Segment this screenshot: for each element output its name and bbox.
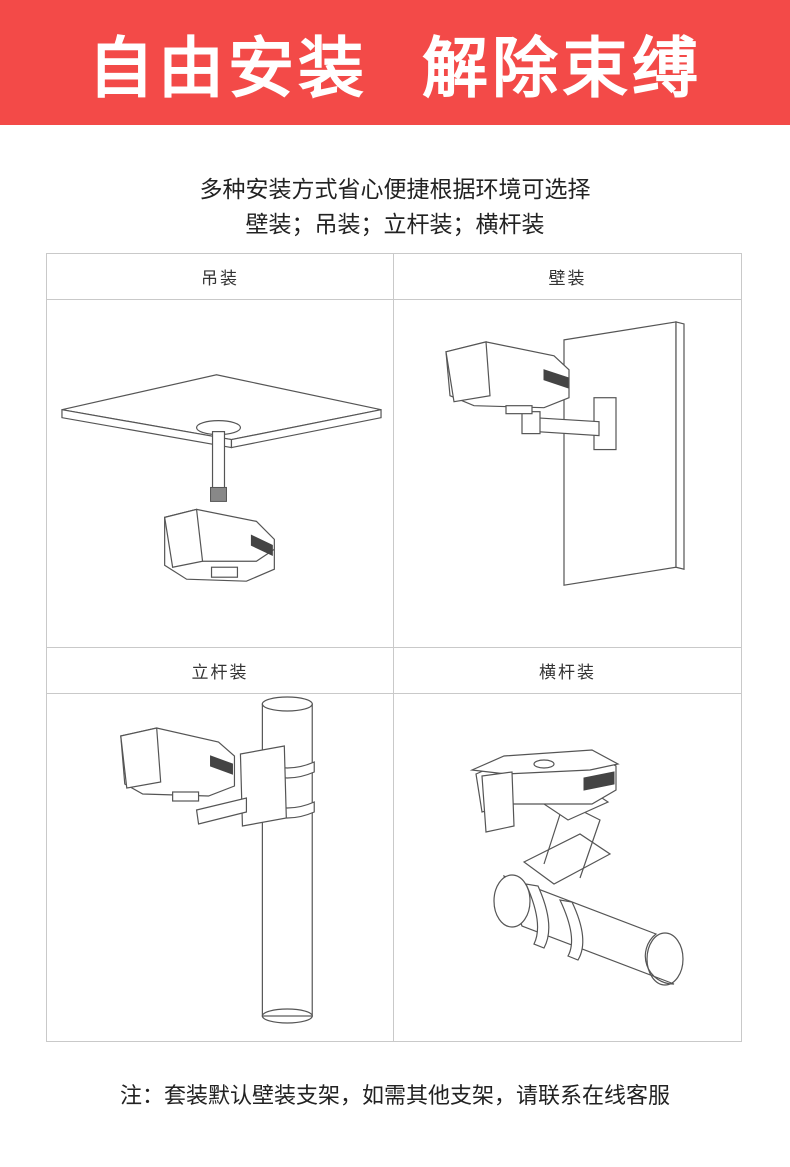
- panel-label: 吊装: [47, 254, 393, 300]
- intro-line-1: 多种安装方式省心便捷根据环境可选择: [199, 177, 591, 203]
- panel-horizontal-pole-mount: 横杆装: [394, 648, 741, 1041]
- banner-title: 自由安装 解除束缚: [88, 29, 702, 107]
- panel-wall-mount: 壁装: [394, 254, 741, 648]
- intro-line-2: 壁装；吊装；立杆装；横杆装: [245, 212, 545, 238]
- horizontal-pole-mount-illustration: [394, 694, 741, 1041]
- panel-label: 横杆装: [394, 648, 741, 694]
- mount-options-grid: 吊装 壁装: [46, 253, 742, 1042]
- footnote: 注：套装默认壁装支架，如需其他支架，请联系在线客服: [119, 1084, 670, 1109]
- panel-ceiling-mount: 吊装: [47, 254, 394, 648]
- panel-pole-mount: 立杆装: [47, 648, 394, 1041]
- wall-mount-illustration: [394, 300, 741, 647]
- panel-label: 立杆装: [47, 648, 393, 694]
- title-banner: 自由安装 解除束缚: [0, 0, 790, 125]
- panel-label: 壁装: [394, 254, 741, 300]
- pole-mount-illustration: [47, 694, 393, 1041]
- ceiling-mount-illustration: [47, 300, 393, 647]
